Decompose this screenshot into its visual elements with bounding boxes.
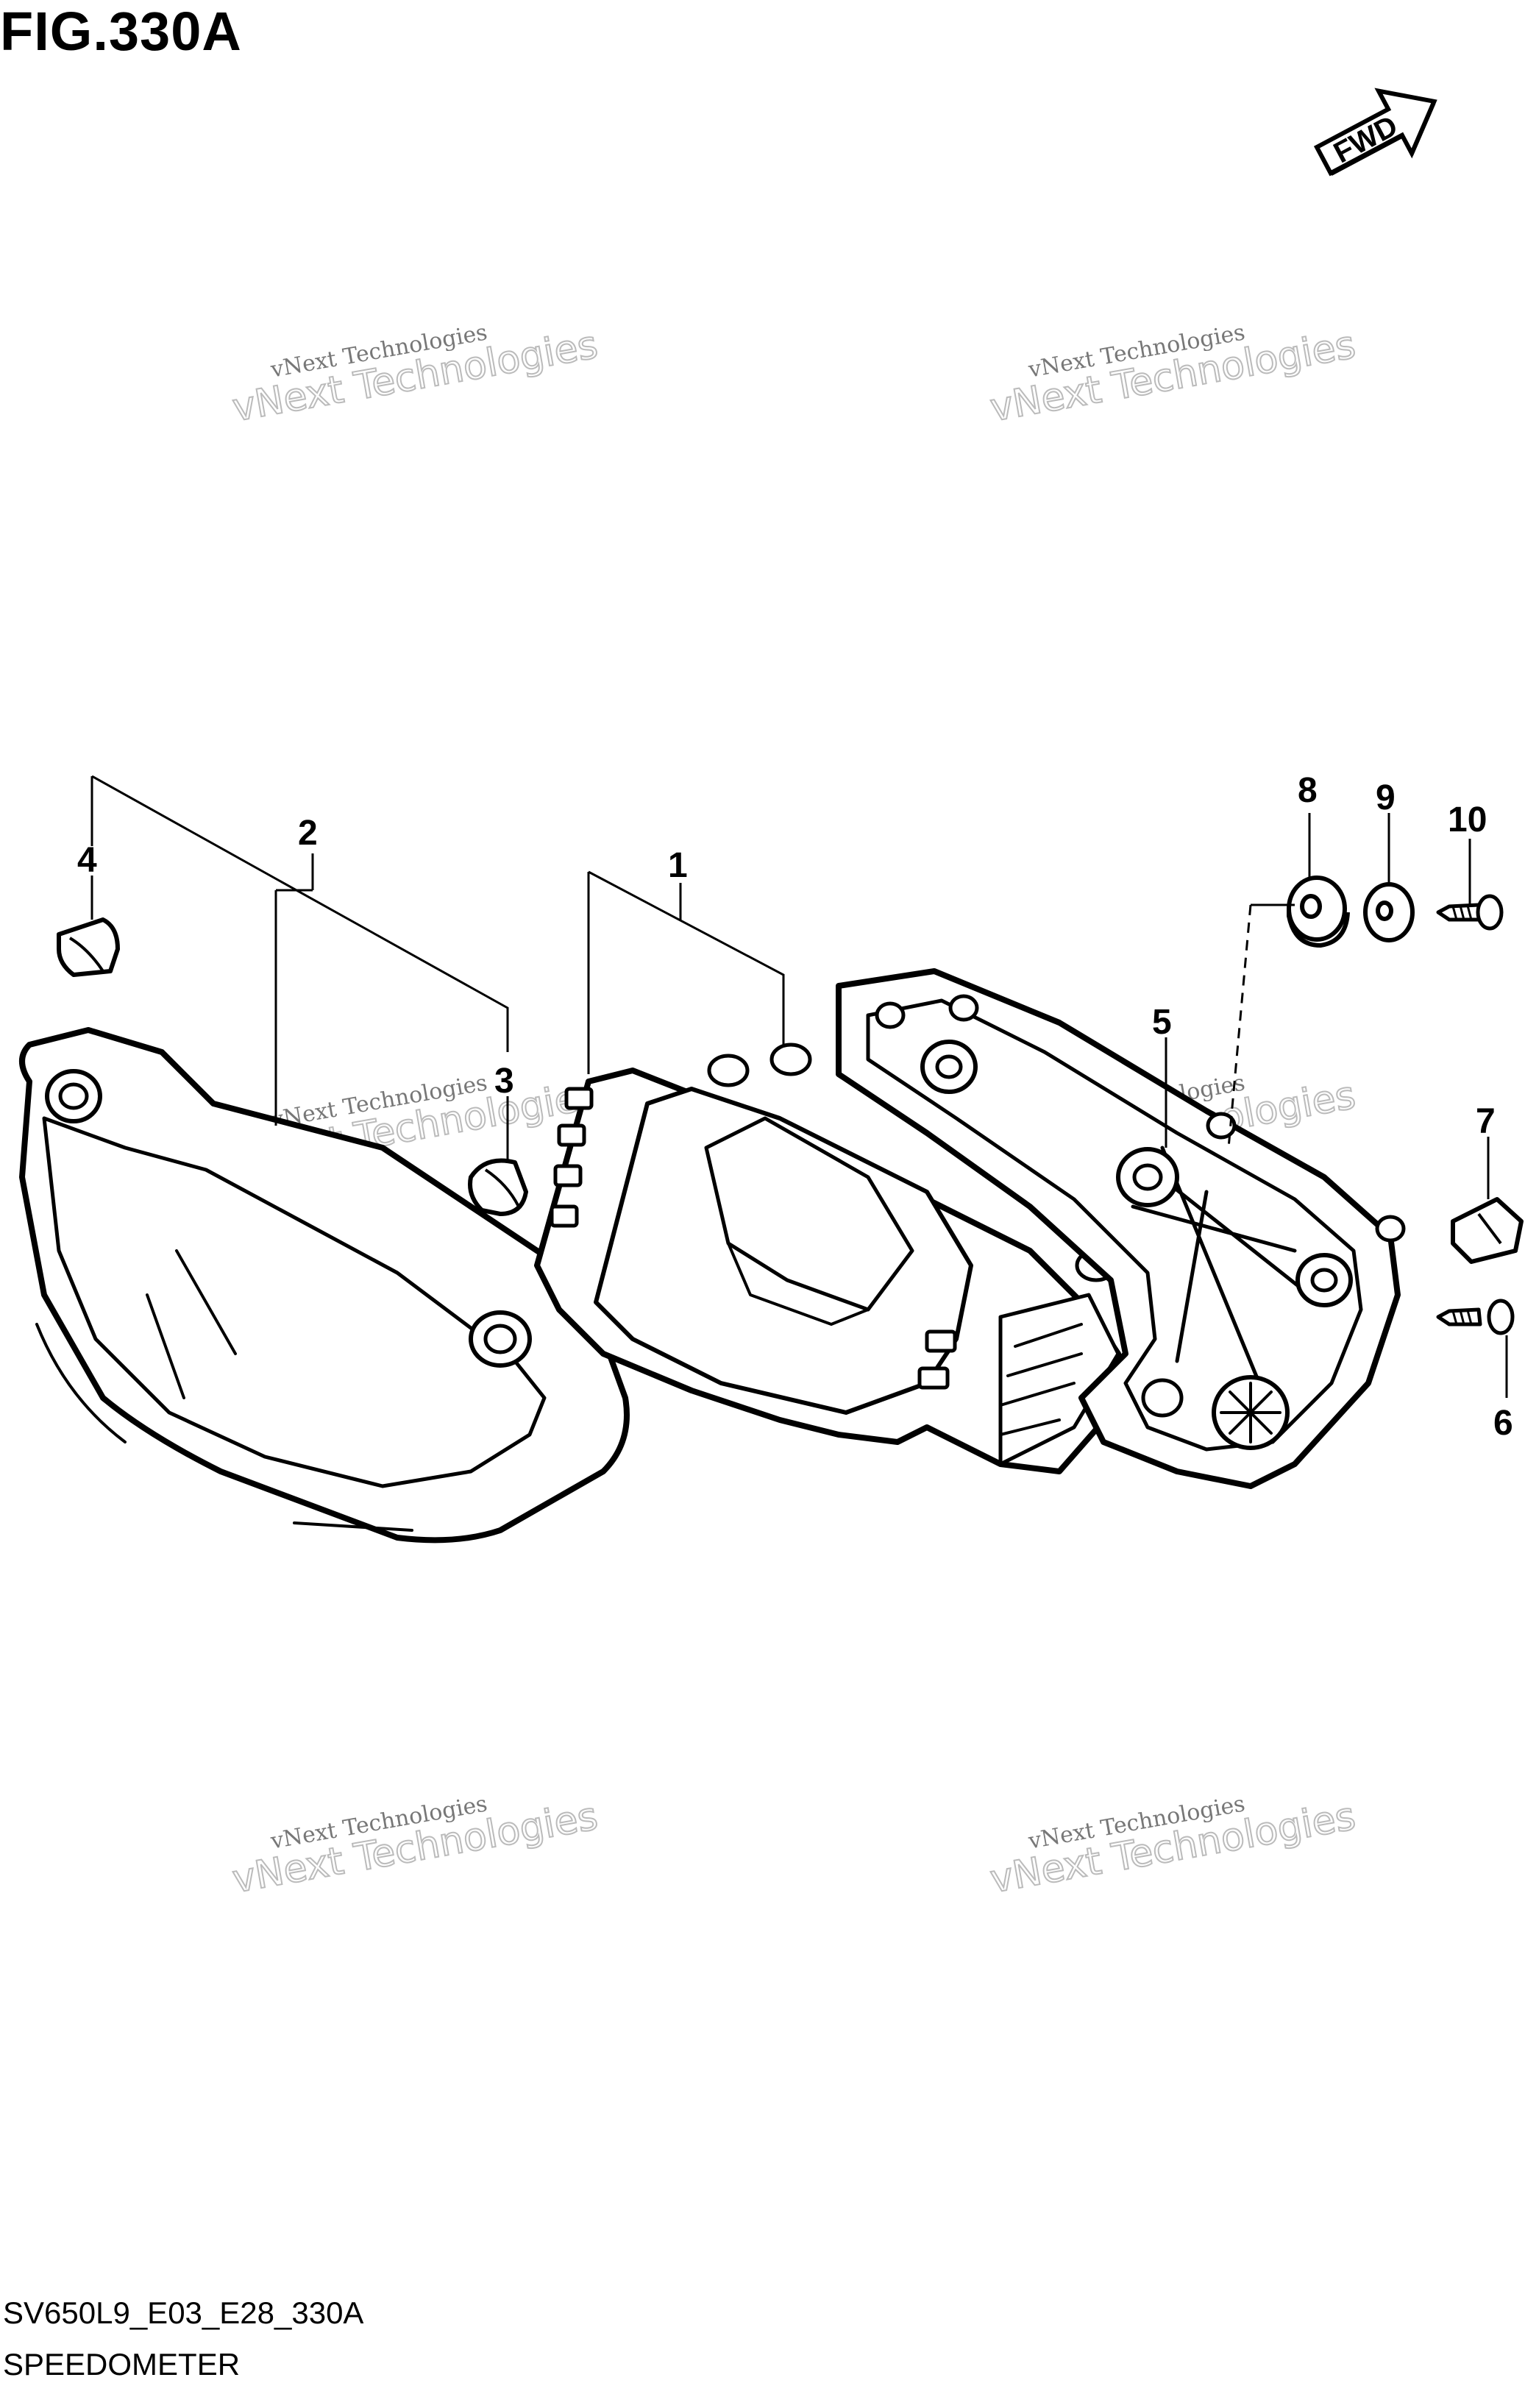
leader-lines bbox=[90, 775, 1508, 1398]
figure-title: FIG.330A bbox=[0, 1, 242, 62]
diagram-name: SPEEDOMETER bbox=[3, 2347, 241, 2382]
cap-part bbox=[57, 917, 120, 977]
screw-part bbox=[1436, 1299, 1515, 1335]
callout-9: 9 bbox=[1376, 778, 1396, 817]
callout-3: 3 bbox=[494, 1062, 514, 1101]
grommet-part bbox=[1287, 876, 1350, 948]
speedometer-assembly-part bbox=[534, 1043, 1121, 1474]
callout-4: 4 bbox=[77, 841, 97, 880]
fwd-label: FWD bbox=[1329, 110, 1403, 170]
screw-part bbox=[1436, 894, 1504, 931]
watermark: vNext Technologies vNext Technologies bbox=[987, 1791, 1359, 1903]
washer-part bbox=[1363, 882, 1415, 942]
callout-5: 5 bbox=[1152, 1003, 1172, 1042]
callout-2: 2 bbox=[298, 814, 318, 853]
callout-8: 8 bbox=[1298, 771, 1318, 810]
callout-labels: 1 2 3 4 5 6 7 8 9 10 bbox=[77, 771, 1513, 1443]
watermark: vNext Technologies vNext Technologies bbox=[229, 1791, 602, 1903]
watermark: vNext Technologies vNext Technologies bbox=[987, 319, 1359, 431]
back-housing-part bbox=[836, 968, 1406, 1489]
watermark: vNext Technologies vNext Technologies bbox=[229, 319, 602, 431]
callout-7: 7 bbox=[1476, 1102, 1496, 1141]
callout-10: 10 bbox=[1448, 800, 1487, 839]
diagram-code: SV650L9_E03_E28_330A bbox=[3, 2295, 364, 2330]
callout-1: 1 bbox=[668, 846, 688, 885]
fwd-arrow-icon: FWD bbox=[1313, 88, 1437, 177]
nut-clip-part bbox=[1451, 1197, 1524, 1264]
callout-6: 6 bbox=[1493, 1404, 1513, 1443]
meter-cover-part bbox=[19, 1027, 630, 1544]
cushion-part bbox=[468, 1158, 528, 1216]
